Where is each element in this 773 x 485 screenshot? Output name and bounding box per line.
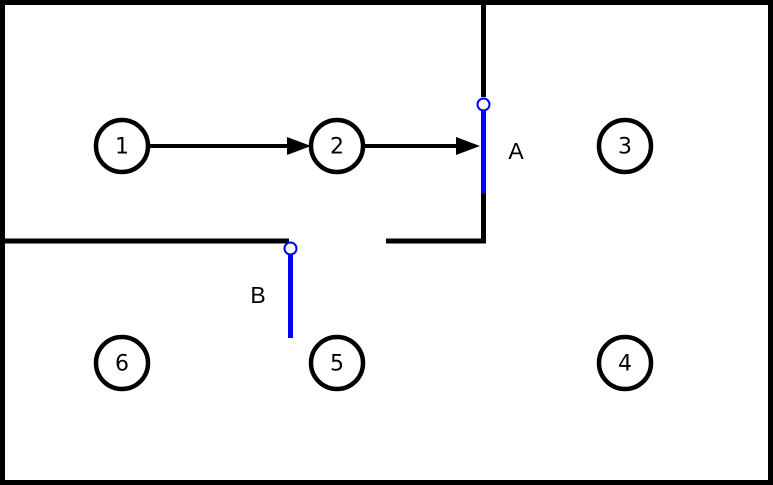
node-3-label: 3 xyxy=(618,135,632,160)
door-a-hinge-icon xyxy=(476,97,491,112)
door-b-hinge-icon xyxy=(283,241,298,256)
node-2: 2 xyxy=(308,117,366,175)
node-2-label: 2 xyxy=(330,135,344,160)
node-1-circle xyxy=(93,117,151,175)
node-1-label: 1 xyxy=(115,135,129,160)
node-6-circle xyxy=(93,334,151,392)
node-5-label: 5 xyxy=(330,352,344,377)
node-6-label: 6 xyxy=(115,352,129,377)
door-b-label: B xyxy=(250,282,265,308)
arrow-2-to-door-a-head-icon xyxy=(456,137,480,155)
node-4: 4 xyxy=(596,334,654,392)
node-4-label: 4 xyxy=(618,352,632,377)
arrow-1-to-2 xyxy=(150,137,311,155)
node-3: 3 xyxy=(596,117,654,175)
node-6: 6 xyxy=(93,334,151,392)
door-a-label: A xyxy=(508,138,524,164)
node-4-circle xyxy=(596,334,654,392)
node-5: 5 xyxy=(308,334,366,392)
node-1: 1 xyxy=(93,117,151,175)
node-3-circle xyxy=(596,117,654,175)
arrow-1-to-2-head-icon xyxy=(287,137,311,155)
arrow-2-to-door-a xyxy=(365,137,480,155)
node-2-circle xyxy=(308,117,366,175)
node-5-circle xyxy=(308,334,366,392)
